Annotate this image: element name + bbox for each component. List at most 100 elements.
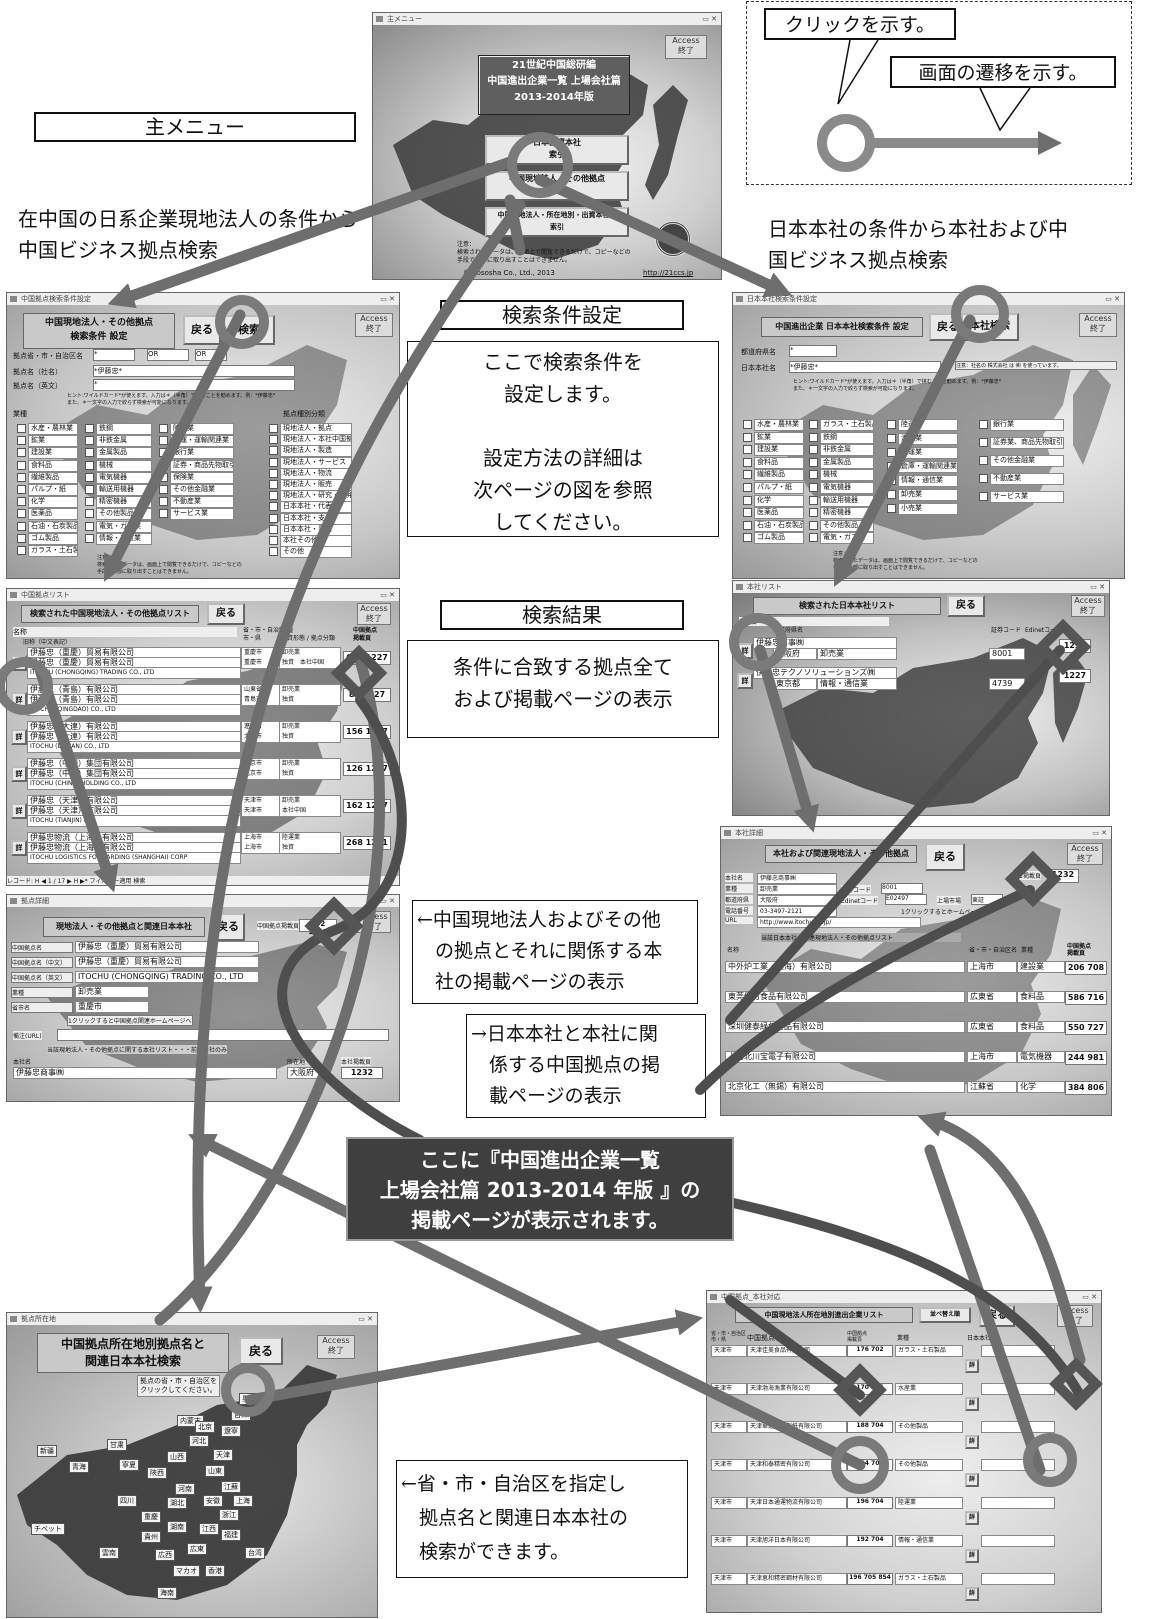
checkbox[interactable] [979, 438, 988, 447]
province-button[interactable]: 甘粛 [107, 1439, 127, 1451]
back-button[interactable]: 戻る [211, 913, 245, 941]
english-name-input[interactable]: * [93, 379, 295, 391]
detail-button[interactable]: 詳 [965, 1473, 979, 1487]
hq-subtable-row[interactable]: 伊藤忠商事㈱ [13, 1067, 277, 1079]
checkbox[interactable] [887, 448, 896, 457]
checkbox[interactable] [85, 533, 94, 543]
back-button[interactable]: 戻る [979, 1305, 1015, 1327]
checkbox[interactable] [159, 497, 168, 507]
checkbox[interactable] [159, 472, 168, 482]
window-controls-icon[interactable]: ▭ ✕ [1082, 1293, 1097, 1301]
checkbox[interactable] [85, 472, 94, 482]
access-exit-button[interactable]: Access 終了 [1067, 843, 1103, 865]
checkbox[interactable] [85, 436, 94, 446]
province-button[interactable]: 重慶 [141, 1511, 161, 1523]
province-button[interactable]: 陝西 [147, 1467, 167, 1479]
checkbox[interactable] [809, 508, 818, 518]
access-exit-button[interactable]: Access 終了 [1079, 313, 1117, 337]
detail-button[interactable]: 詳 [965, 1435, 979, 1449]
window-controls-icon[interactable]: ▭ ✕ [380, 591, 395, 599]
province-button[interactable]: 新疆 [37, 1445, 57, 1457]
province-button[interactable]: チベット [31, 1523, 65, 1535]
access-exit-button[interactable]: Access 終了 [357, 911, 391, 933]
window-controls-icon[interactable]: ▭ ✕ [1105, 295, 1120, 303]
checkbox[interactable] [159, 424, 168, 433]
access-exit-button[interactable]: Access 終了 [665, 35, 707, 59]
checkbox[interactable] [743, 495, 752, 505]
access-exit-button[interactable]: Access 終了 [1057, 1305, 1093, 1327]
checkbox[interactable] [269, 457, 278, 467]
detail-button[interactable]: 詳 [965, 1587, 979, 1601]
detail-button[interactable]: 詳 [11, 766, 27, 782]
checkbox[interactable] [159, 448, 168, 458]
checkbox[interactable] [743, 457, 752, 467]
window-controls-icon[interactable]: ▭ ✕ [380, 897, 395, 905]
checkbox[interactable] [17, 533, 26, 543]
province-button[interactable]: 山東 [205, 1465, 225, 1477]
back-button[interactable]: 戻る [925, 843, 965, 871]
checkbox[interactable] [979, 456, 988, 465]
pref-input[interactable]: * [789, 345, 837, 357]
checkbox[interactable] [269, 446, 278, 456]
region-op-select-2[interactable]: OR [195, 349, 227, 361]
province-button[interactable]: 江蘇 [221, 1481, 241, 1493]
region-input[interactable]: * [93, 349, 135, 361]
hq-name-input[interactable]: *伊藤忠* [789, 361, 941, 373]
back-button[interactable]: 戻る [207, 603, 245, 625]
province-button[interactable]: 海南 [157, 1587, 177, 1599]
province-button[interactable]: 北京 [195, 1421, 215, 1433]
checkbox[interactable] [809, 495, 818, 505]
homepage-link[interactable]: 1クリックすると中国拠点関連ホームページへ [67, 1015, 193, 1026]
checkbox[interactable] [17, 485, 26, 494]
province-button[interactable]: マカオ [173, 1565, 200, 1577]
province-button[interactable]: 福建 [221, 1529, 241, 1541]
checkbox[interactable] [979, 492, 988, 501]
province-button[interactable]: 江西 [199, 1523, 219, 1535]
window-controls-icon[interactable]: ▭ ✕ [380, 295, 395, 303]
back-button[interactable]: 戻る [183, 315, 221, 345]
search-button[interactable]: 検索 [223, 315, 275, 345]
checkbox[interactable] [159, 460, 168, 470]
checkbox[interactable] [743, 470, 752, 480]
checkbox[interactable] [979, 420, 988, 429]
checkbox[interactable] [269, 480, 278, 489]
detail-button[interactable]: 詳 [11, 692, 27, 708]
checkbox[interactable] [743, 520, 752, 530]
province-button[interactable]: 湖北 [167, 1497, 187, 1509]
detail-button[interactable]: 詳 [965, 1549, 979, 1563]
province-button[interactable]: 河北 [189, 1435, 209, 1447]
detail-button[interactable]: 詳 [737, 673, 753, 689]
province-button[interactable]: 河南 [175, 1483, 195, 1495]
checkbox[interactable] [17, 521, 26, 531]
checkbox[interactable] [17, 509, 26, 519]
detail-button[interactable]: 詳 [965, 1359, 979, 1373]
province-button[interactable]: 天津 [213, 1449, 233, 1461]
checkbox[interactable] [159, 509, 168, 519]
checkbox[interactable] [809, 457, 818, 467]
checkbox[interactable] [269, 513, 278, 523]
checkbox[interactable] [269, 502, 278, 512]
province-button[interactable]: 寧夏 [119, 1459, 139, 1471]
province-button[interactable]: 遼寧 [221, 1425, 241, 1437]
checkbox[interactable] [85, 497, 94, 507]
region-op-select[interactable]: OR [147, 349, 189, 361]
window-controls-icon[interactable]: ▭ ✕ [1092, 829, 1107, 837]
province-button[interactable]: 香港 [205, 1565, 225, 1577]
checkbox[interactable] [85, 460, 94, 470]
back-button[interactable]: 戻る [239, 1337, 283, 1365]
checkbox[interactable] [809, 470, 818, 480]
website-link[interactable]: http://21ccs.jp [643, 269, 694, 277]
name-input[interactable]: *伊藤忠* [93, 365, 295, 377]
province-button[interactable]: 雲南 [99, 1547, 119, 1559]
checkbox[interactable] [159, 485, 168, 494]
province-button[interactable]: 広西 [155, 1549, 175, 1561]
province-button[interactable]: 山西 [167, 1451, 187, 1463]
checkbox[interactable] [85, 424, 94, 433]
checkbox[interactable] [887, 462, 896, 471]
checkbox[interactable] [85, 521, 94, 531]
detail-button[interactable]: 詳 [11, 655, 27, 671]
checkbox[interactable] [809, 432, 818, 442]
province-button[interactable]: 安徽 [203, 1495, 223, 1507]
sort-button[interactable]: 並べ替え順 [919, 1307, 971, 1323]
access-exit-button[interactable]: Access 終了 [317, 1335, 355, 1359]
